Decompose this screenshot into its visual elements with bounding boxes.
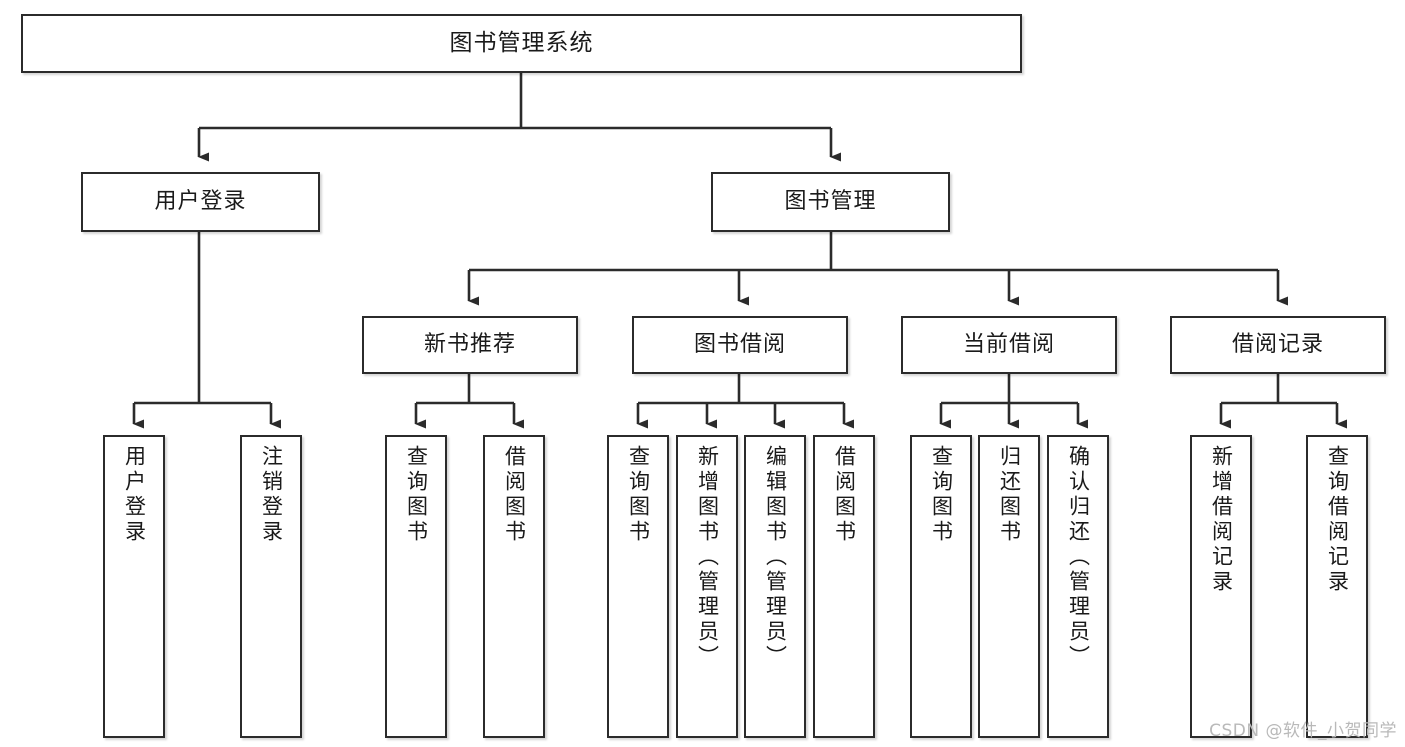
node-root[interactable]: 图书管理系统 <box>21 14 1022 73</box>
node-leaf-borrow-book-2[interactable]: 借阅图书 <box>813 435 875 738</box>
node-leaf-borrow-book-2-label: 借阅图书 <box>832 445 857 545</box>
node-leaf-confirm-return[interactable]: 确认归还（管理员） <box>1047 435 1109 738</box>
node-root-label: 图书管理系统 <box>449 30 594 57</box>
node-leaf-query-book-2-label: 查询图书 <box>626 445 651 545</box>
node-leaf-user-login[interactable]: 用户登录 <box>103 435 165 738</box>
node-leaf-query-book-3[interactable]: 查询图书 <box>910 435 972 738</box>
node-user-login-label: 用户登录 <box>154 189 247 215</box>
node-leaf-query-record-label: 查询借阅记录 <box>1325 445 1350 595</box>
node-book-borrow-label: 图书借阅 <box>693 332 786 358</box>
node-book-manage-label: 图书管理 <box>784 189 877 215</box>
node-leaf-add-book[interactable]: 新增图书（管理员） <box>676 435 738 738</box>
node-current-borrow-label: 当前借阅 <box>962 332 1055 358</box>
node-new-book-rec-label: 新书推荐 <box>423 332 516 358</box>
node-leaf-edit-book-label: 编辑图书（管理员） <box>763 445 788 670</box>
node-leaf-borrow-book-1-label: 借阅图书 <box>502 445 527 545</box>
node-current-borrow[interactable]: 当前借阅 <box>901 316 1117 374</box>
node-leaf-borrow-book-1[interactable]: 借阅图书 <box>483 435 545 738</box>
node-book-borrow[interactable]: 图书借阅 <box>632 316 848 374</box>
node-leaf-add-record-label: 新增借阅记录 <box>1209 445 1234 595</box>
csdn-watermark: CSDN @软件_小贺同学 <box>1209 721 1397 741</box>
node-leaf-confirm-return-label: 确认归还（管理员） <box>1066 445 1091 670</box>
node-leaf-logout-label: 注销登录 <box>259 445 284 545</box>
node-user-login[interactable]: 用户登录 <box>81 172 320 232</box>
node-leaf-return-book-label: 归还图书 <box>997 445 1022 545</box>
node-leaf-add-book-label: 新增图书（管理员） <box>695 445 720 670</box>
node-leaf-user-login-label: 用户登录 <box>122 445 147 545</box>
node-leaf-query-book-1-label: 查询图书 <box>404 445 429 545</box>
node-borrow-record[interactable]: 借阅记录 <box>1170 316 1386 374</box>
node-leaf-logout[interactable]: 注销登录 <box>240 435 302 738</box>
node-leaf-query-book-1[interactable]: 查询图书 <box>385 435 447 738</box>
node-borrow-record-label: 借阅记录 <box>1231 332 1324 358</box>
node-new-book-rec[interactable]: 新书推荐 <box>362 316 578 374</box>
node-leaf-edit-book[interactable]: 编辑图书（管理员） <box>744 435 806 738</box>
node-leaf-add-record[interactable]: 新增借阅记录 <box>1190 435 1252 738</box>
node-leaf-query-record[interactable]: 查询借阅记录 <box>1306 435 1368 738</box>
node-leaf-return-book[interactable]: 归还图书 <box>978 435 1040 738</box>
node-book-manage[interactable]: 图书管理 <box>711 172 950 232</box>
node-leaf-query-book-2[interactable]: 查询图书 <box>607 435 669 738</box>
node-leaf-query-book-3-label: 查询图书 <box>929 445 954 545</box>
